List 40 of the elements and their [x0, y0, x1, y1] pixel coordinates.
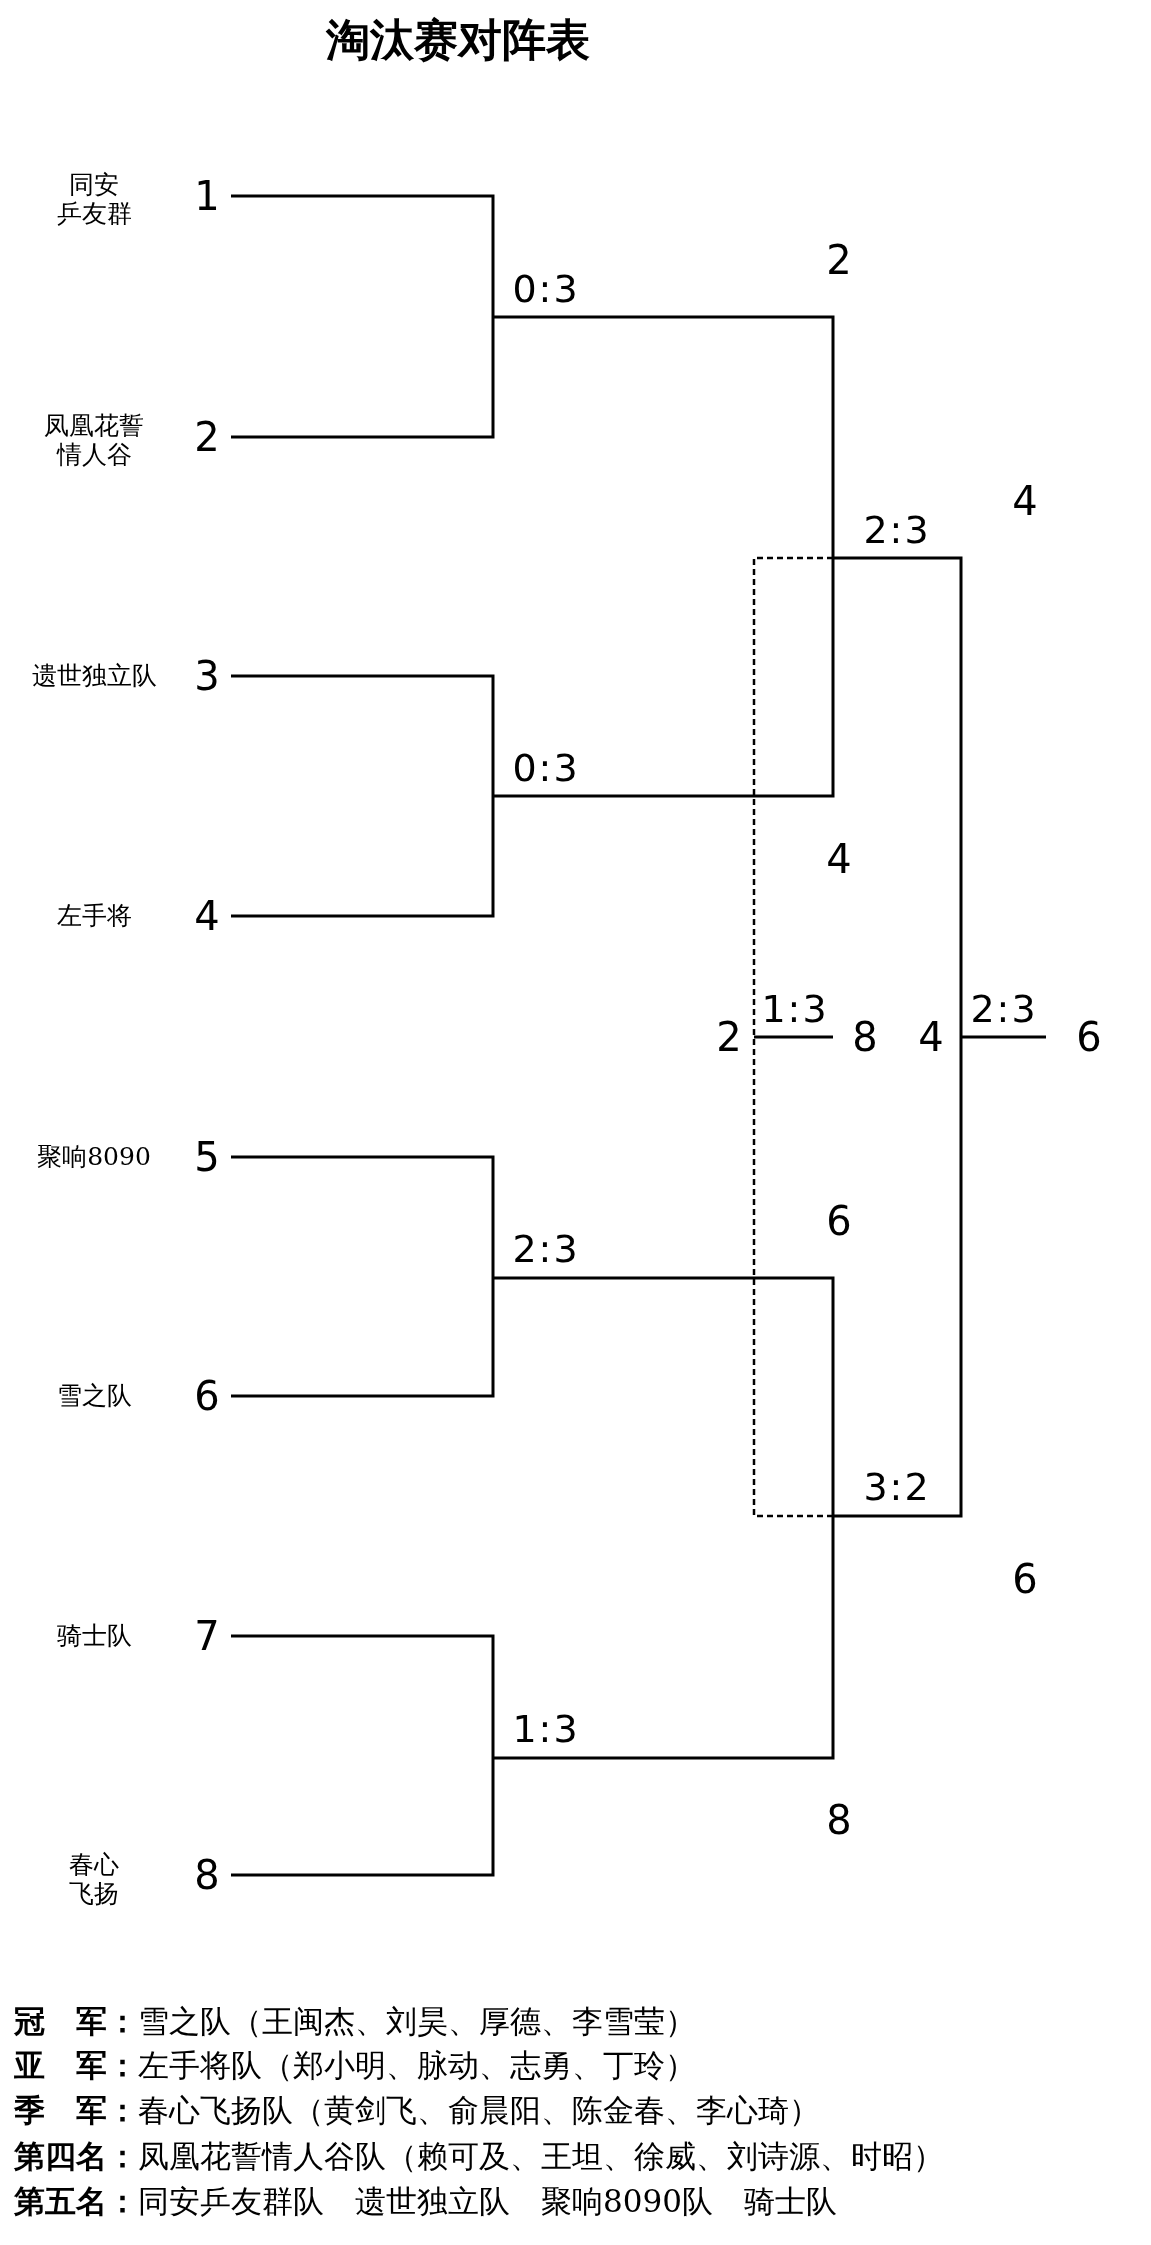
match-score: 0:3 — [512, 747, 580, 791]
team-name: 骑士队 — [56, 1621, 132, 1651]
match-score: 2:3 — [970, 988, 1038, 1032]
advancing-seed: 6 — [1012, 1556, 1038, 1602]
team-name: 左手将 — [56, 901, 132, 931]
advancing-seed: 2 — [716, 1014, 742, 1060]
title: 淘汰赛对阵表 — [326, 12, 590, 67]
result-line: 冠 军：雪之队（王闽杰、刘昊、厚德、李雪莹） — [14, 2002, 696, 2041]
advancing-seed: 2 — [826, 237, 852, 283]
advancing-seed: 8 — [852, 1014, 878, 1060]
match-score: 1:3 — [761, 988, 829, 1032]
advancing-seed: 4 — [826, 836, 852, 882]
seed-number: 5 — [194, 1134, 220, 1180]
match-score: 3:2 — [863, 1466, 931, 1510]
result-line: 亚 军：左手将队（郑小明、脉动、志勇、丁玲） — [14, 2046, 696, 2085]
team-name: 同安乒友群 — [56, 171, 132, 229]
result-line: 第四名：凤凰花誓情人谷队（赖可及、王坦、徐威、刘诗源、时昭） — [14, 2137, 944, 2176]
result-line: 第五名：同安乒友群队 遗世独立队 聚响8090队 骑士队 — [14, 2182, 837, 2221]
seed-number: 6 — [194, 1373, 220, 1419]
match-score: 2:3 — [512, 1228, 580, 1272]
match-score: 2:3 — [863, 509, 931, 553]
team-name: 凤凰花誓情人谷 — [44, 412, 144, 470]
seed-number: 7 — [194, 1613, 220, 1659]
advancing-seed: 6 — [826, 1198, 852, 1244]
result-line: 季 军：春心飞扬队（黄剑飞、俞晨阳、陈金春、李心琦） — [14, 2091, 820, 2130]
seed-number: 8 — [194, 1852, 220, 1898]
advancing-seed: 8 — [826, 1797, 852, 1843]
match-score: 1:3 — [512, 1708, 580, 1752]
seed-number: 3 — [194, 653, 220, 699]
team-name: 春心飞扬 — [69, 1851, 119, 1909]
advancing-seed: 4 — [918, 1014, 944, 1060]
seed-number: 2 — [194, 414, 220, 460]
advancing-seed: 4 — [1012, 478, 1038, 524]
team-name: 聚响8090 — [37, 1142, 151, 1172]
team-name: 雪之队 — [56, 1381, 132, 1411]
match-score: 0:3 — [512, 268, 580, 312]
team-name: 遗世独立队 — [31, 661, 157, 691]
seed-number: 1 — [194, 173, 220, 219]
advancing-seed: 6 — [1076, 1014, 1102, 1060]
seed-number: 4 — [194, 893, 220, 939]
